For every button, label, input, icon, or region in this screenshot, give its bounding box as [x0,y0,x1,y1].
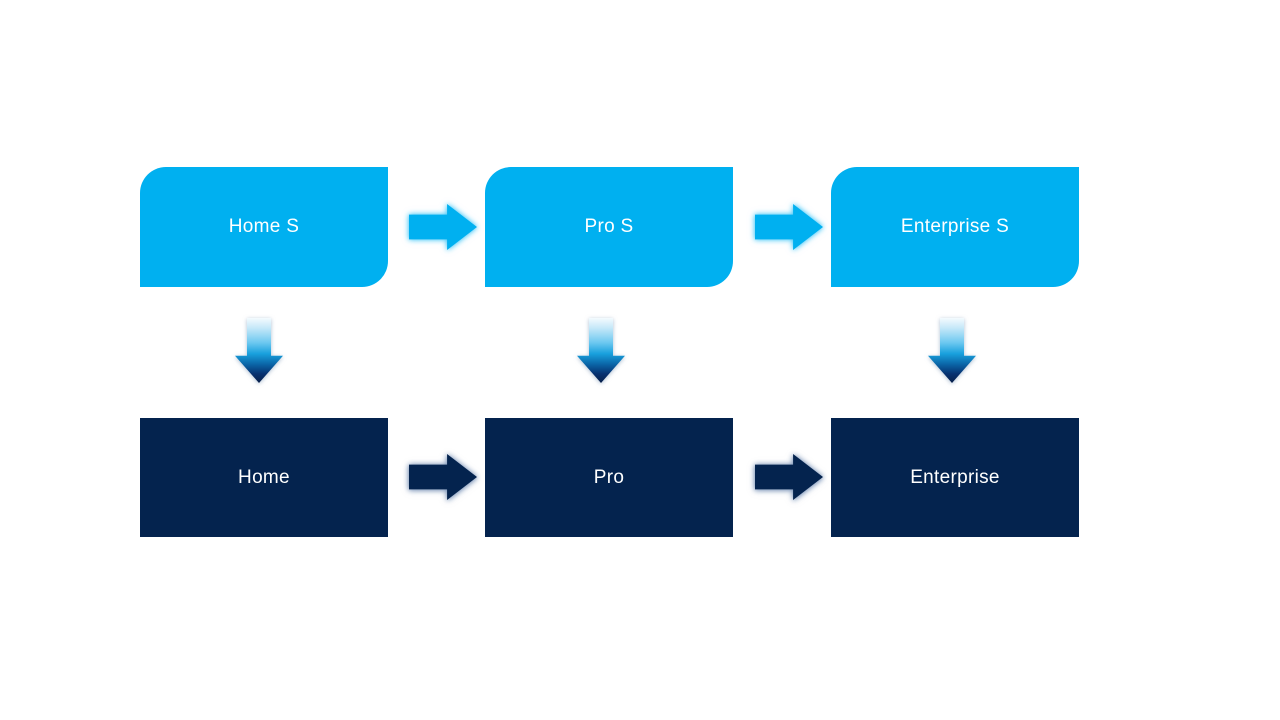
node-label: Home S [228,216,300,237]
node-home-s: Home S [140,167,388,287]
right-arrow-icon [409,454,477,500]
right-arrow-icon [755,204,823,250]
right-arrow-shape [409,454,477,500]
node-enterprise-s: Enterprise S [831,167,1079,287]
right-arrow-icon [409,204,477,250]
node-home: Home [140,418,388,537]
node-label: Pro [593,466,625,488]
node-label: Enterprise [910,466,1000,488]
down-arrow-shape [577,318,625,383]
node-label: Pro S [584,216,634,237]
right-arrow-shape [755,454,823,500]
down-arrow-shape [235,318,283,383]
node-label: Home [238,466,290,488]
node-pro-s: Pro S [485,167,733,287]
right-arrow-shape [755,204,823,250]
right-arrow-shape [409,204,477,250]
node-enterprise: Enterprise [831,418,1079,537]
right-arrow-icon [755,454,823,500]
down-arrow-icon [577,318,625,383]
node-label: Enterprise S [900,216,1010,237]
node-pro: Pro [485,418,733,537]
down-arrow-icon [235,318,283,383]
down-arrow-shape [928,318,976,383]
down-arrow-icon [928,318,976,383]
